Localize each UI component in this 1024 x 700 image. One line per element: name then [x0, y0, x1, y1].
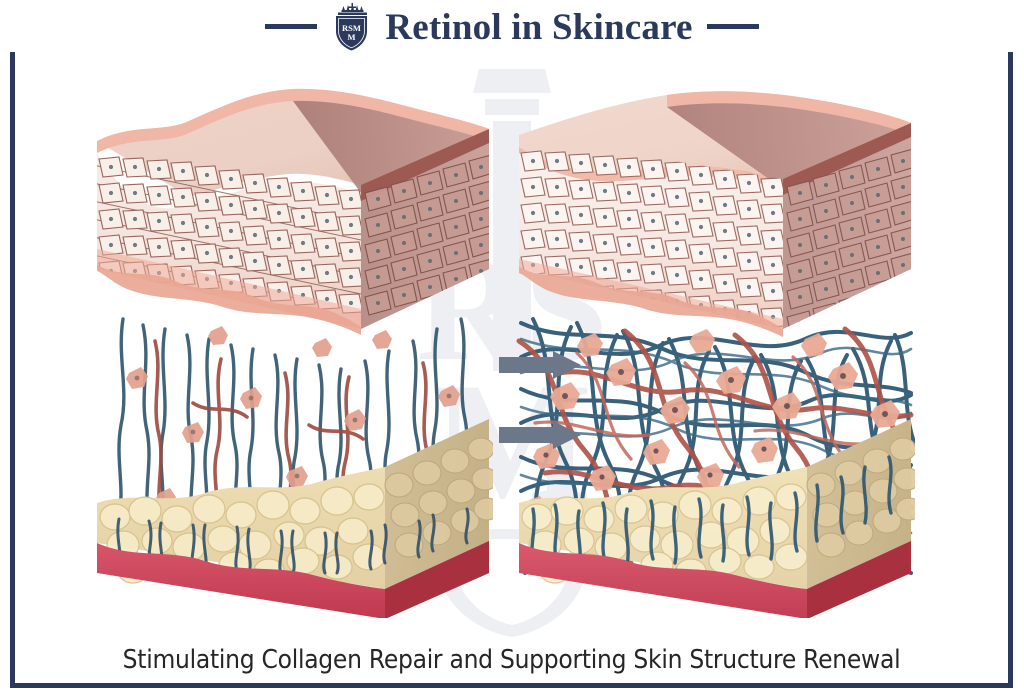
aged-skin-cross-section: [93, 73, 501, 619]
content-frame: RS M: [10, 46, 1013, 688]
header: RSM M Retinol in Skincare: [0, 0, 1024, 52]
rsm-shield-crown-logo: RSM M: [331, 2, 371, 52]
transformation-arrows: [495, 351, 595, 461]
svg-text:M: M: [348, 32, 356, 42]
page-title: Retinol in Skincare: [385, 6, 693, 48]
skin-comparison-figure: [15, 51, 1008, 626]
header-rule-right: [706, 23, 759, 29]
svg-text:RSM: RSM: [342, 23, 361, 33]
figure-caption: Stimulating Collagen Repair and Supporti…: [122, 645, 901, 675]
arrow-right-icon-bottom: [499, 421, 581, 449]
header-rule-left: [265, 23, 318, 29]
arrow-right-icon-top: [499, 351, 581, 379]
renewed-skin-cross-section: [515, 73, 923, 619]
